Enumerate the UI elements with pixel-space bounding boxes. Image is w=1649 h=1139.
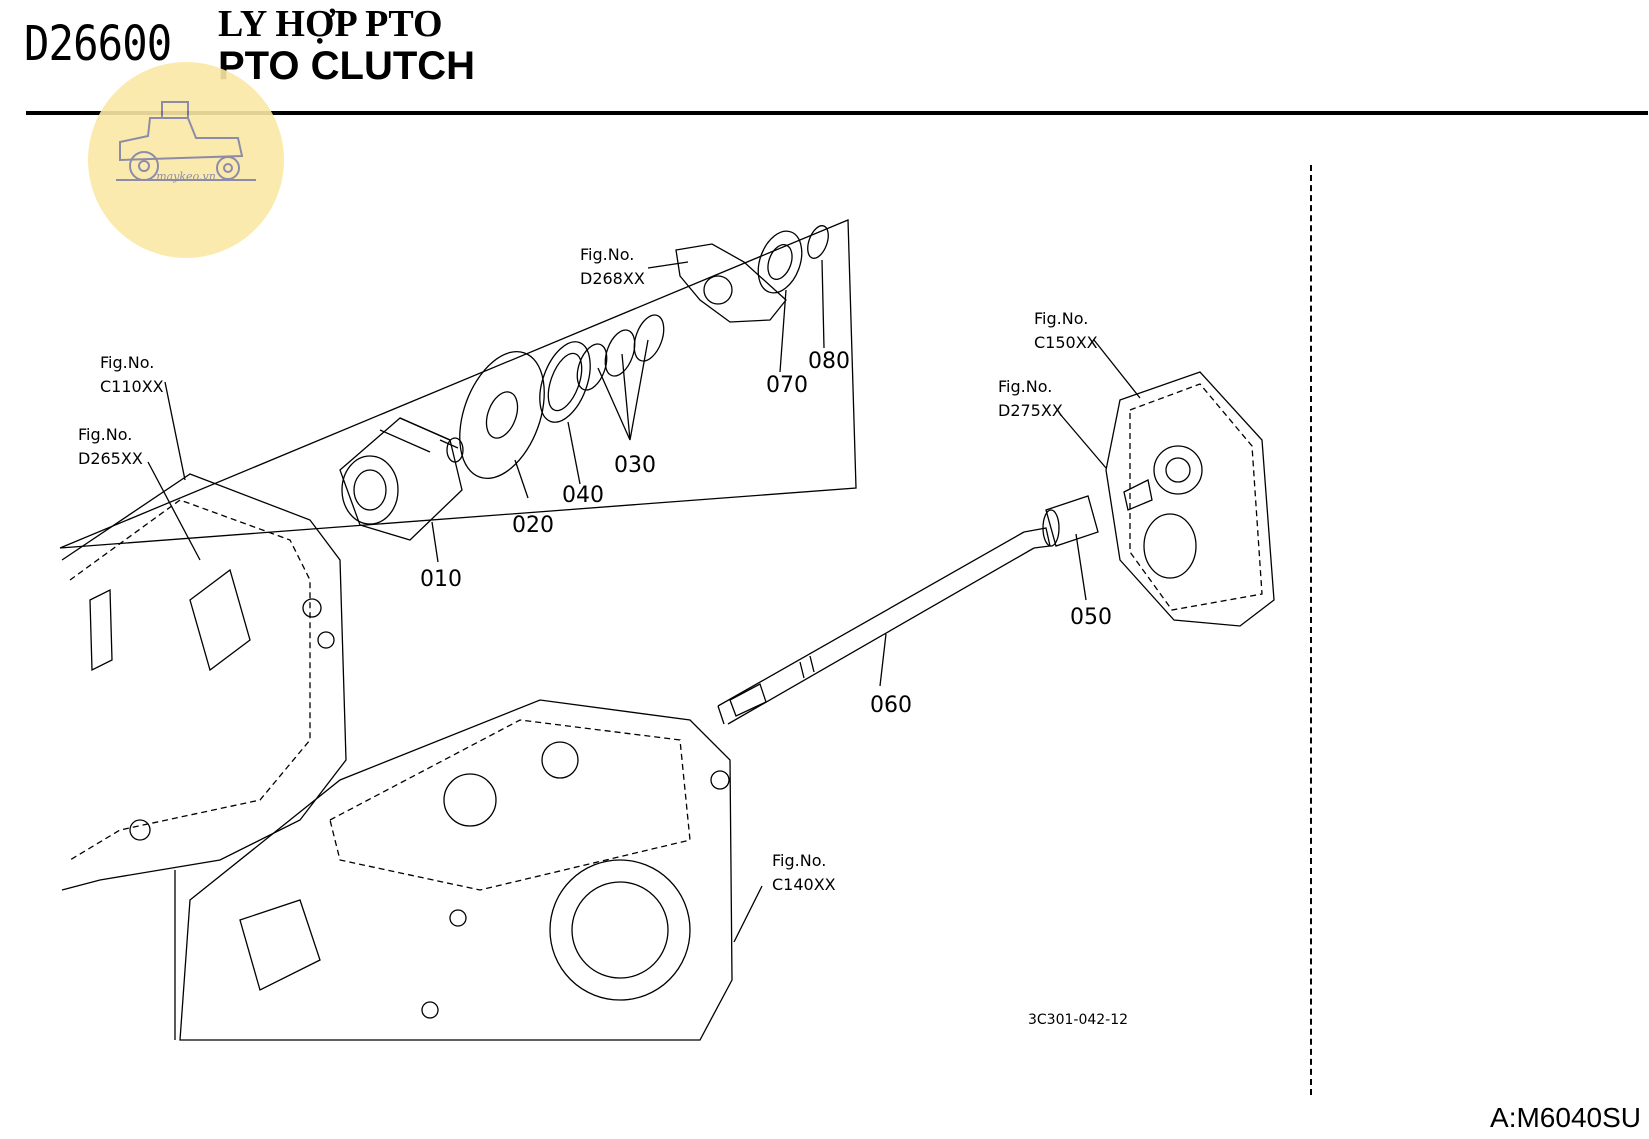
fig-ref-c140-code: C140XX — [772, 875, 836, 894]
model-code: A:M6040SU — [1490, 1102, 1641, 1133]
part-number-030: 030 — [614, 453, 656, 478]
part-number-040: 040 — [562, 483, 604, 508]
fig-ref-c110-code: C110XX — [100, 377, 164, 396]
fig-ref-d275-label: Fig.No. — [998, 377, 1052, 396]
fig-ref-c140-label: Fig.No. — [772, 851, 826, 870]
part-number-080: 080 — [808, 349, 850, 374]
fig-ref-c110-label: Fig.No. — [100, 353, 154, 372]
part-number-070: 070 — [766, 373, 808, 398]
fig-ref-d265-code: D265XX — [78, 449, 143, 468]
fig-ref-c150-code: C150XX — [1034, 333, 1098, 352]
fig-ref-c150-label: Fig.No. — [1034, 309, 1088, 328]
part-number-010: 010 — [420, 567, 462, 592]
fig-ref-d268-label: Fig.No. — [580, 245, 634, 264]
fig-ref-d275-code: D275XX — [998, 401, 1063, 420]
drawing-id: 3C301-042-12 — [1028, 1012, 1128, 1028]
diagram-code: D26600 — [24, 16, 172, 72]
logo-text: maykeo.vn — [156, 170, 216, 183]
title-vietnamese: LY HỢP PTO — [218, 3, 443, 45]
part-number-020: 020 — [512, 513, 554, 538]
header-rule — [26, 111, 1648, 115]
part-number-050: 050 — [1070, 605, 1112, 630]
fig-ref-d265-label: Fig.No. — [78, 425, 132, 444]
part-number-060: 060 — [870, 693, 912, 718]
fig-ref-d268-code: D268XX — [580, 269, 645, 288]
title-english: PTO CLUTCH — [218, 44, 476, 88]
watermark-logo: maykeo.vn — [88, 62, 284, 258]
page-divider — [1310, 165, 1312, 1095]
tractor-icon — [116, 101, 256, 181]
